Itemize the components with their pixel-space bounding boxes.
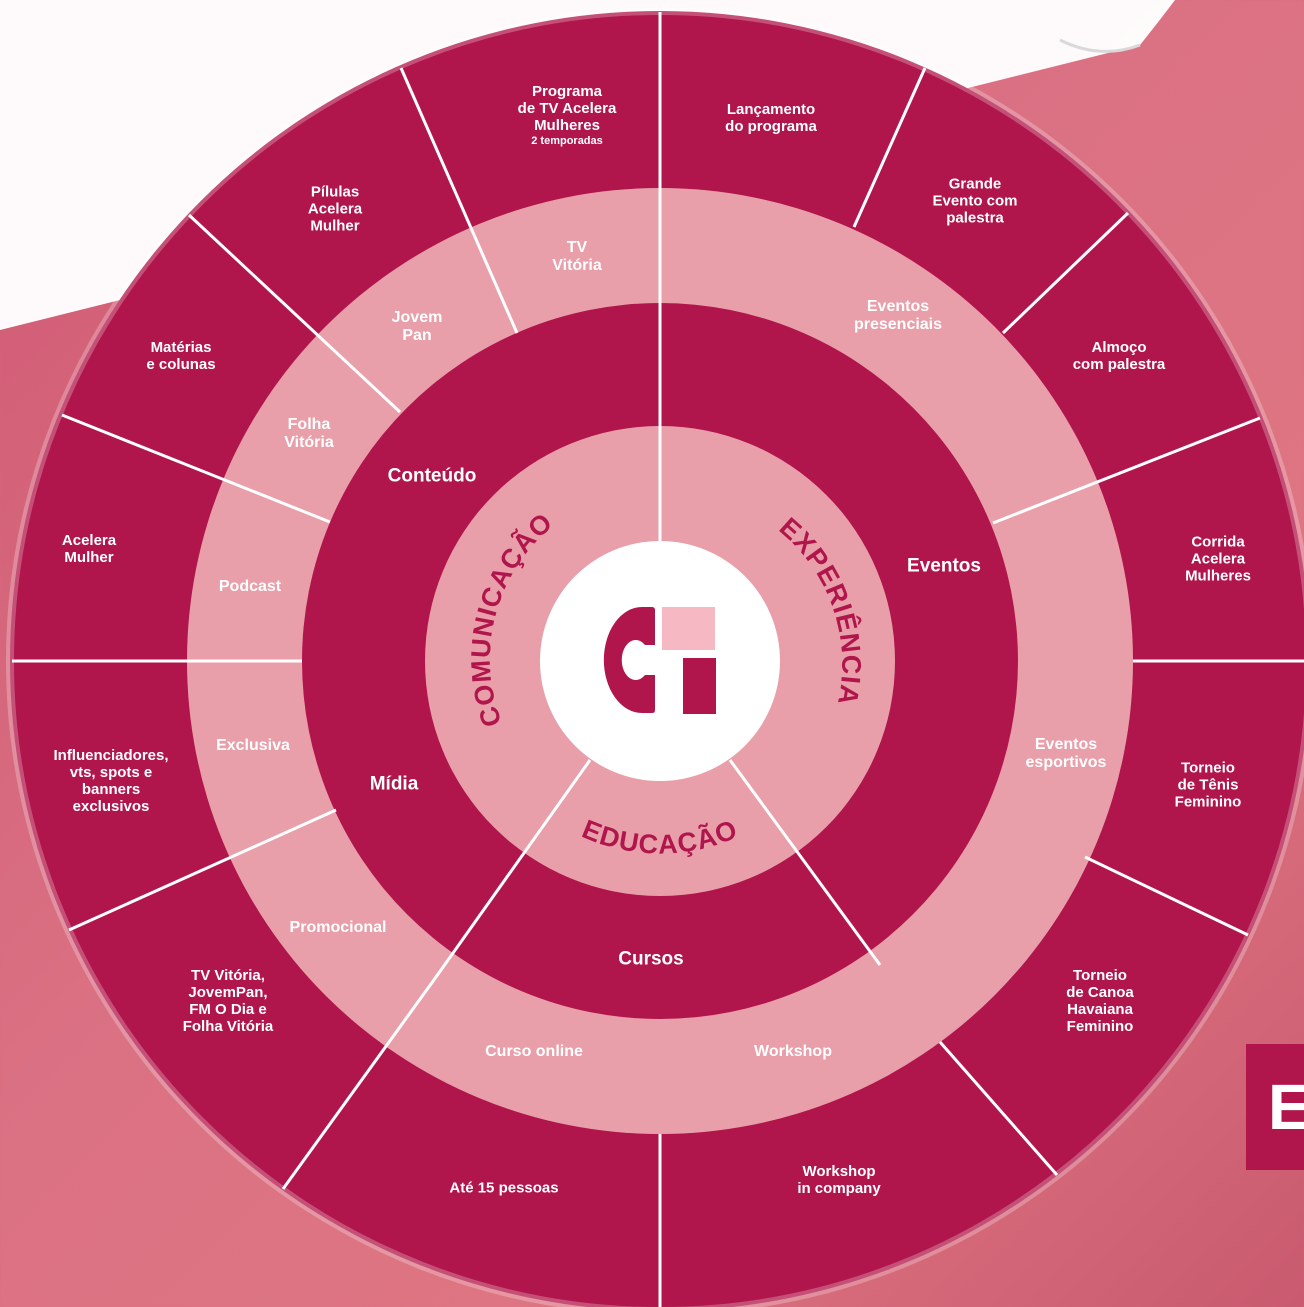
item-programa-tv-seasons: 2 temporadas bbox=[531, 135, 603, 147]
item-acelera-mulher: Acelera Mulher bbox=[61, 532, 117, 566]
channel-eventos-presenciais: Eventos presenciais bbox=[853, 298, 943, 333]
channel-tv-vitoria: TV Vitória bbox=[552, 239, 602, 274]
item-ate-15: Até 15 pessoas bbox=[449, 1179, 559, 1197]
item-programa-tv-title: Programa de TV Acelera Mulheres bbox=[517, 83, 617, 134]
item-grande-evento: Grande Evento com palestra bbox=[932, 175, 1018, 227]
item-lancamento: Lançamento do programa bbox=[725, 101, 817, 135]
channel-exclusiva: Exclusiva bbox=[216, 737, 290, 754]
channel-jovem-pan: Jovem Pan bbox=[391, 309, 443, 344]
corner-badge: E bbox=[1246, 1044, 1304, 1170]
logo-icon bbox=[603, 607, 716, 714]
item-pilulas: Pílulas Acelera Mulher bbox=[307, 183, 363, 235]
item-almoco: Almoço com palestra bbox=[1072, 339, 1166, 373]
channel-podcast: Podcast bbox=[218, 578, 282, 595]
item-materias: Matérias e colunas bbox=[146, 339, 216, 373]
item-tv-vitoria-jovempan: TV Vitória, JovemPan, FM O Dia e Folha V… bbox=[182, 967, 274, 1035]
category-midia: Mídia bbox=[369, 773, 419, 795]
item-workshop-company: Workshop in company bbox=[797, 1163, 881, 1197]
item-programa-tv: Programa de TV Acelera Mulheres 2 tempor… bbox=[482, 66, 652, 166]
center-disc bbox=[540, 541, 780, 781]
category-cursos: Cursos bbox=[618, 948, 684, 970]
category-eventos: Eventos bbox=[907, 555, 981, 577]
category-conteudo: Conteúdo bbox=[387, 465, 477, 487]
segment-dividers bbox=[12, 12, 1304, 1307]
item-corrida: Corrida Acelera Mulheres bbox=[1185, 533, 1251, 585]
item-influenciadores: Influenciadores, vts, spots e banners ex… bbox=[53, 747, 169, 815]
channel-promocional: Promocional bbox=[289, 919, 387, 936]
channel-eventos-esportivos: Eventos esportivos bbox=[1025, 736, 1107, 771]
channel-folha-vitoria: Folha Vitória bbox=[284, 416, 334, 451]
item-torneio-tenis: Torneio de Tênis Feminino bbox=[1174, 759, 1242, 811]
item-torneio-canoa: Torneio de Canoa Havaiana Feminino bbox=[1066, 967, 1134, 1035]
channel-curso-online: Curso online bbox=[485, 1043, 583, 1060]
channel-workshop: Workshop bbox=[754, 1043, 832, 1060]
